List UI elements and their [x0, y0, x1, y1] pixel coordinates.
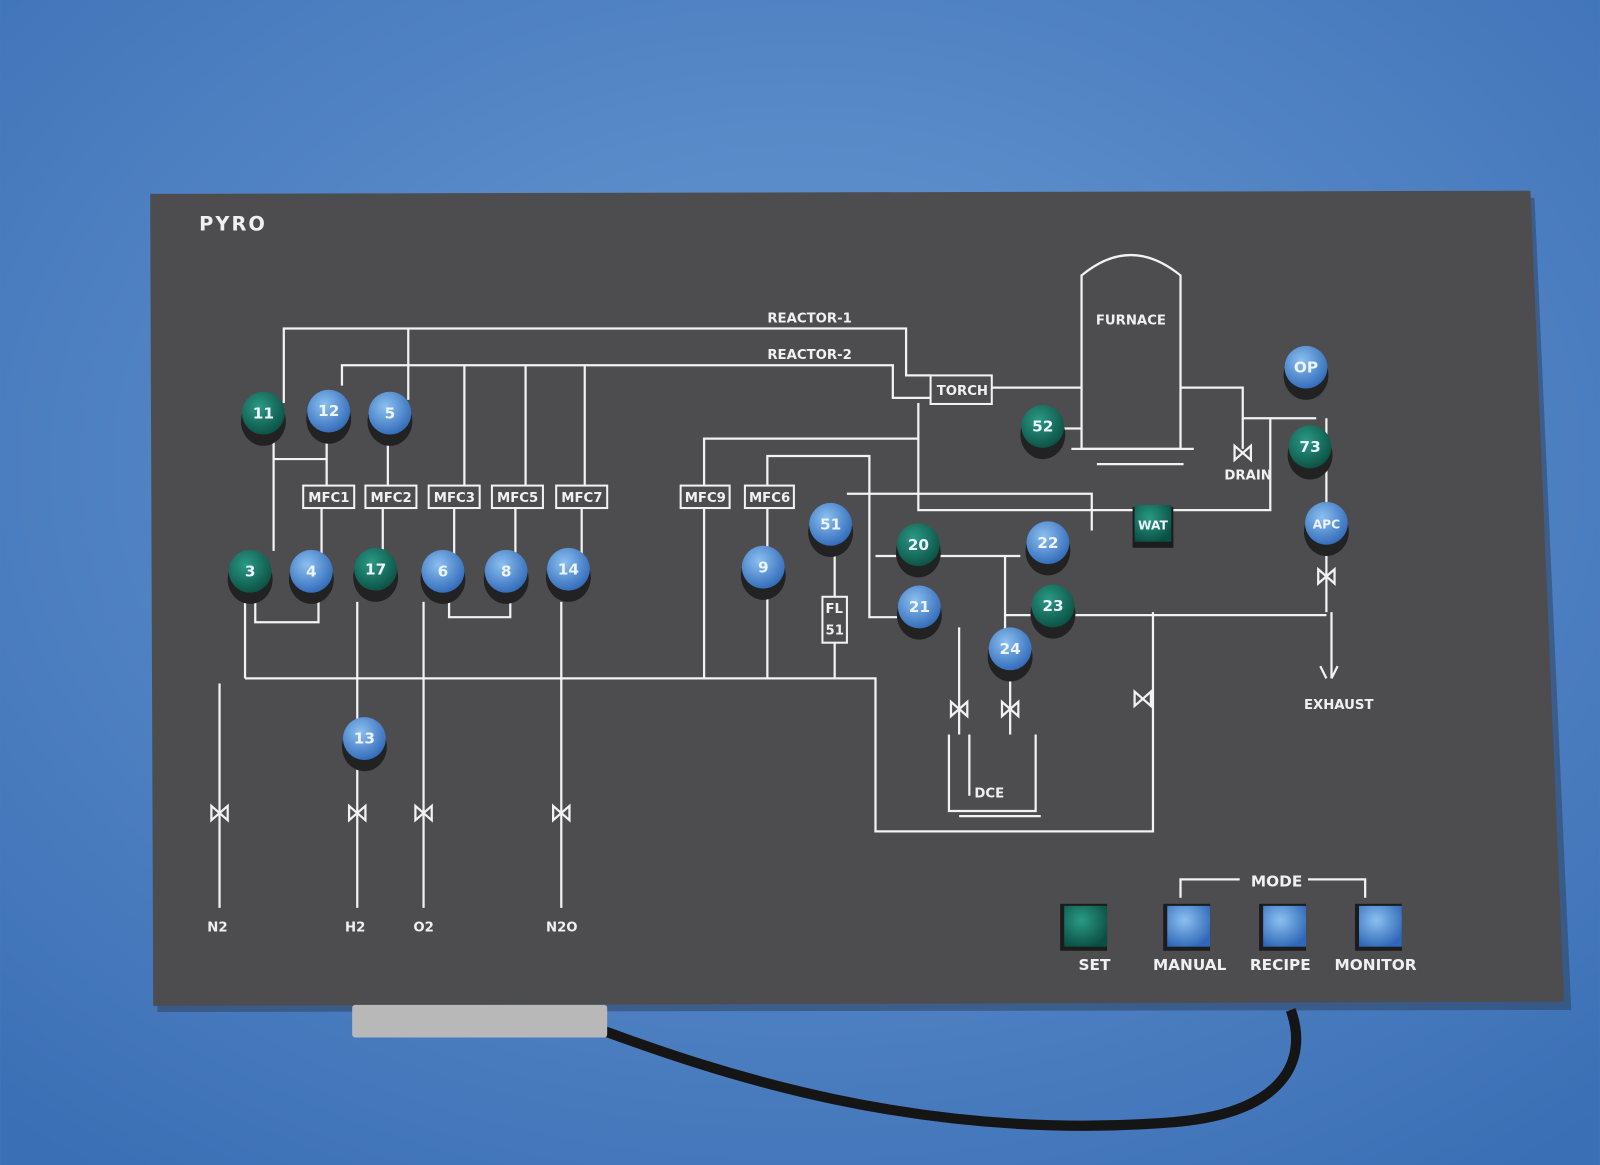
recipe-label: RECIPE — [1250, 956, 1311, 974]
furnace-label: FURNACE — [1096, 313, 1166, 328]
svg-text:12: 12 — [318, 402, 339, 420]
mfc-6: MFC6 — [743, 484, 795, 510]
mode-button-monitor[interactable] — [1354, 903, 1402, 951]
reactor1-label: REACTOR-1 — [767, 311, 851, 326]
valve-button-52[interactable]: 52 — [1020, 404, 1066, 460]
filter-label-2: 51 — [826, 624, 844, 639]
valve-button-6[interactable]: 6 — [420, 549, 466, 604]
svg-text:MFC5: MFC5 — [497, 491, 538, 506]
set-button[interactable] — [1060, 903, 1108, 951]
valve-button-24[interactable]: 24 — [987, 627, 1033, 682]
valve-button-12[interactable]: 12 — [306, 389, 352, 444]
svg-text:23: 23 — [1042, 597, 1063, 615]
exhaust-label: EXHAUST — [1304, 698, 1374, 713]
valve-button-apc[interactable]: APC — [1303, 501, 1349, 556]
mfc-5: MFC5 — [490, 484, 544, 510]
cable — [600, 1008, 1302, 1131]
svg-text:MFC2: MFC2 — [371, 491, 412, 506]
valve-button-8[interactable]: 8 — [483, 549, 529, 604]
mode-title: MODE — [1251, 873, 1302, 891]
valve-button-11[interactable]: 11 — [240, 391, 286, 446]
valve-button-22[interactable]: 22 — [1025, 521, 1071, 576]
mfc-1: MFC1 — [302, 484, 356, 510]
drain-label: DRAIN — [1224, 468, 1271, 483]
svg-text:WAT: WAT — [1138, 518, 1168, 532]
valve-button-17[interactable]: 17 — [353, 547, 399, 602]
mode-button-manual[interactable] — [1163, 903, 1211, 951]
filter-label-1: FL — [826, 602, 844, 617]
valve-button-51[interactable]: 51 — [808, 502, 854, 557]
svg-text:3: 3 — [245, 562, 256, 580]
svg-text:9: 9 — [758, 558, 769, 576]
svg-text:OP: OP — [1294, 358, 1318, 376]
valve-button-13[interactable]: 13 — [341, 717, 387, 772]
panel-face — [150, 190, 1565, 1006]
svg-text:MFC7: MFC7 — [561, 491, 602, 506]
valve-button-21[interactable]: 21 — [896, 585, 942, 640]
gas-input-n2o: N2O — [546, 920, 578, 935]
svg-text:13: 13 — [354, 730, 375, 748]
svg-text:11: 11 — [253, 404, 274, 422]
valve-button-73[interactable]: 73 — [1287, 425, 1333, 480]
svg-text:APC: APC — [1313, 517, 1340, 531]
valve-button-op[interactable]: OP — [1283, 345, 1329, 400]
mfc-2: MFC2 — [364, 484, 418, 510]
torch-label: TORCH — [937, 384, 988, 399]
valve-button-3[interactable]: 3 — [227, 549, 273, 604]
svg-text:22: 22 — [1037, 534, 1058, 552]
svg-text:MFC6: MFC6 — [749, 491, 790, 506]
svg-text:MFC3: MFC3 — [434, 491, 475, 506]
mfc-7: MFC7 — [555, 484, 609, 510]
svg-text:MFC1: MFC1 — [308, 491, 349, 506]
mode-button-recipe[interactable] — [1259, 903, 1306, 951]
manual-label: MANUAL — [1153, 956, 1227, 974]
gas-input-n2: N2 — [207, 920, 227, 935]
valve-button-5[interactable]: 5 — [367, 391, 413, 446]
svg-text:51: 51 — [820, 515, 841, 533]
svg-text:52: 52 — [1032, 418, 1053, 436]
set-label: SET — [1078, 956, 1110, 974]
svg-text:14: 14 — [558, 560, 579, 578]
svg-text:21: 21 — [909, 598, 930, 616]
brand-label: PYRO — [199, 213, 267, 236]
svg-text:17: 17 — [365, 560, 386, 578]
svg-text:24: 24 — [1000, 640, 1021, 658]
valve-button-14[interactable]: 14 — [545, 547, 591, 602]
mfc-3: MFC3 — [427, 484, 481, 510]
wat-button[interactable]: WAT — [1132, 504, 1174, 548]
connector — [352, 1004, 608, 1038]
svg-text:73: 73 — [1299, 438, 1320, 456]
valve-button-23[interactable]: 23 — [1030, 584, 1076, 639]
svg-text:8: 8 — [501, 562, 512, 580]
svg-text:MFC9: MFC9 — [685, 491, 726, 506]
valve-button-4[interactable]: 4 — [288, 549, 334, 604]
dce-label: DCE — [974, 787, 1004, 802]
monitor-label: MONITOR — [1335, 956, 1417, 974]
svg-text:20: 20 — [908, 536, 929, 554]
gas-input-o2: O2 — [413, 920, 433, 935]
svg-text:5: 5 — [385, 404, 396, 422]
valve-button-20[interactable]: 20 — [895, 523, 941, 578]
svg-text:6: 6 — [438, 562, 449, 580]
mfc-9: MFC9 — [679, 484, 731, 510]
valve-button-9[interactable]: 9 — [740, 545, 786, 600]
svg-text:4: 4 — [306, 562, 317, 580]
manual-valve-icons — [210, 443, 1336, 823]
reactor2-label: REACTOR-2 — [767, 348, 851, 363]
gas-input-h2: H2 — [345, 920, 365, 935]
